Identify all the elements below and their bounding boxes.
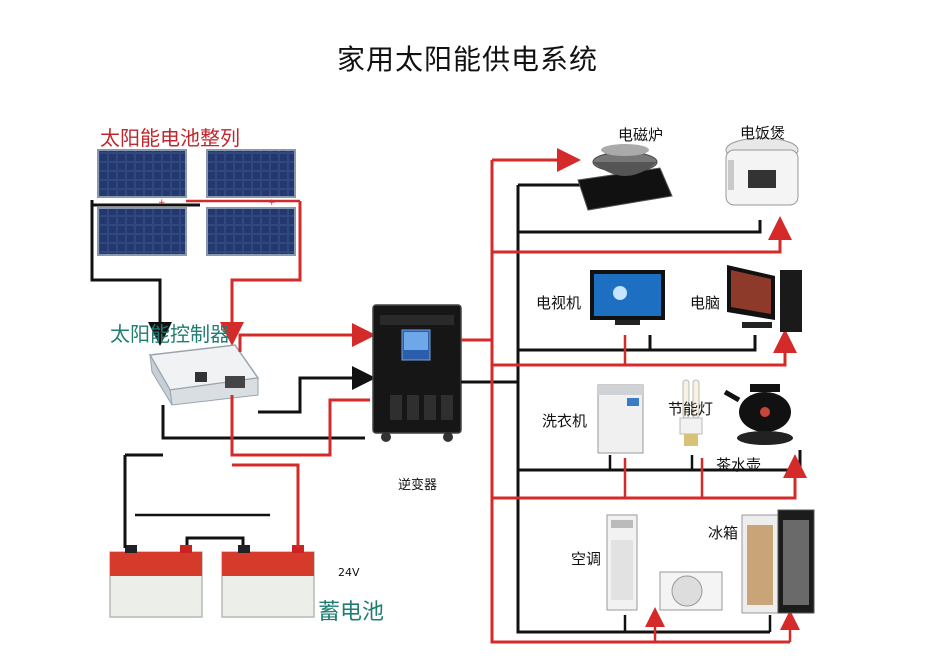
energy-saving-lamp — [679, 379, 703, 446]
battery-bank — [109, 545, 315, 618]
battery-label: 蓄电池 — [318, 600, 385, 625]
computer — [727, 265, 802, 332]
air-conditioner — [606, 514, 723, 611]
kettle — [723, 384, 793, 445]
inverter — [372, 304, 462, 442]
washing-machine — [597, 384, 644, 454]
refrigerator-label: 冰箱 — [708, 524, 739, 542]
tv-label: 电视机 — [536, 294, 582, 312]
svg-text:+: + — [158, 198, 166, 208]
battery-voltage-label: 24V — [338, 566, 360, 579]
refrigerator — [741, 509, 815, 614]
solar-panel — [97, 149, 187, 198]
diagram-title: 家用太阳能供电系统 — [336, 43, 598, 76]
svg-text:+: + — [268, 198, 276, 208]
induction-cooker-label: 电磁炉 — [618, 126, 664, 144]
induction-cooker — [577, 144, 673, 211]
computer-label: 电脑 — [690, 294, 721, 312]
controller-label: 太阳能控制器 — [110, 322, 230, 346]
energy-saving-lamp-label: 节能灯 — [668, 400, 714, 418]
solar-panel — [206, 207, 296, 256]
solar-controller — [148, 344, 260, 406]
inverter-label: 逆变器 — [398, 478, 438, 493]
washing-machine-label: 洗衣机 — [542, 412, 588, 430]
rice-cooker-label: 电饭煲 — [740, 124, 786, 142]
solar-panel-array: + + — [97, 149, 296, 256]
kettle-label: 茶水壶 — [716, 456, 762, 474]
tv — [590, 270, 665, 325]
solar-panel — [97, 207, 187, 256]
rice-cooker — [725, 137, 799, 206]
solar-array-label: 太阳能电池整列 — [100, 126, 240, 150]
air-conditioner-label: 空调 — [571, 550, 602, 568]
solar-panel — [206, 149, 296, 198]
